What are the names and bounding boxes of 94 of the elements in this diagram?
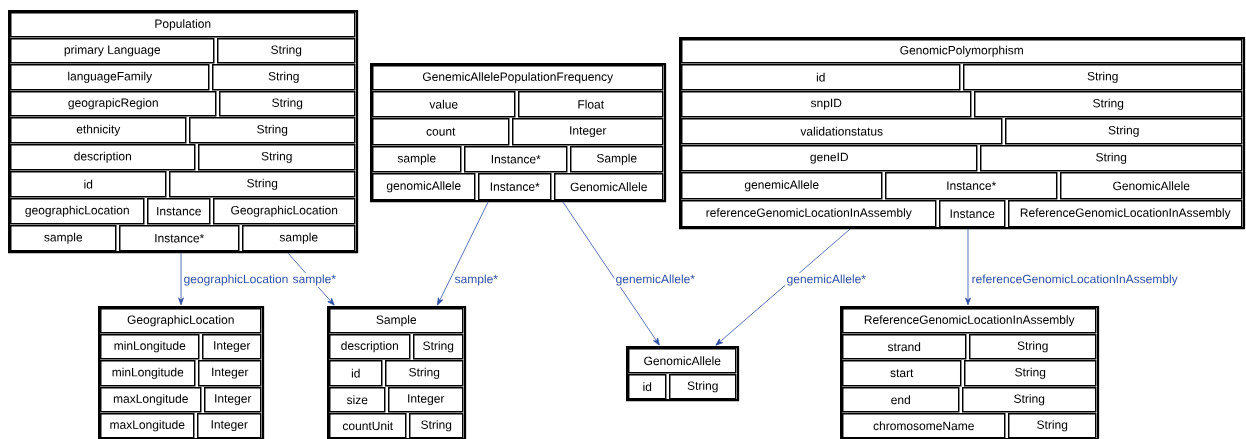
class-name-cell: GenomicAllele	[628, 348, 737, 374]
attribute-cell: id	[329, 360, 383, 387]
attribute-cell: referenceGenomicLocationInAssembly	[681, 200, 937, 228]
edge-label: sample*	[453, 273, 500, 287]
attribute-cell: strand	[842, 334, 967, 360]
class-table	[679, 37, 1246, 230]
attribute-cell: GenomicAllele	[1060, 172, 1243, 200]
attribute-cell: genomicAllele	[372, 173, 476, 201]
attribute-cell: String	[217, 38, 356, 64]
attribute-cell: count	[372, 118, 510, 146]
attribute-cell: String	[189, 117, 356, 144]
class-name-cell: GenemicAllelePopulationFrequency	[372, 65, 664, 91]
attribute-cell: String	[962, 387, 1097, 413]
attribute-cell: String	[413, 334, 464, 360]
attribute-cell: String	[980, 145, 1243, 172]
attribute-cell: Instance*	[119, 225, 240, 252]
attribute-cell: String	[409, 413, 464, 439]
attribute-cell: Float	[518, 91, 664, 118]
attribute-cell: description	[10, 144, 196, 171]
attribute-cell: ReferenceGenomicLocationInAssembly	[1008, 200, 1243, 228]
attribute-cell: minLongitude	[100, 360, 196, 387]
association-arrow	[437, 201, 489, 306]
class-name-cell: ReferenceGenomicLocationInAssembly	[842, 308, 1097, 334]
attribute-cell: Integer	[197, 413, 262, 439]
attribute-cell: String	[219, 91, 356, 117]
attribute-cell: snpID	[681, 91, 972, 118]
association-arrow	[715, 228, 851, 346]
attribute-cell: String	[385, 360, 464, 387]
attribute-cell: id	[10, 171, 167, 198]
edge-label: geographicLocation	[182, 273, 290, 287]
attribute-cell: Instance*	[464, 146, 568, 173]
attribute-cell: id	[681, 64, 961, 91]
attribute-cell: String	[198, 144, 356, 171]
attribute-cell: GenomicAllele	[554, 173, 664, 201]
association-arrow	[287, 252, 335, 306]
attribute-cell: Integer	[198, 360, 262, 387]
class-name-cell: Population	[10, 12, 356, 38]
attribute-cell: Instance*	[478, 173, 552, 201]
attribute-cell: end	[842, 387, 960, 413]
attribute-cell: String	[974, 91, 1243, 118]
attribute-cell: GeographicLocation	[213, 198, 356, 225]
attribute-cell: geograpicRegion	[10, 91, 217, 117]
attribute-cell: String	[969, 334, 1097, 360]
class-table	[8, 10, 359, 254]
attribute-cell: String	[169, 171, 356, 198]
association-arrow	[965, 228, 971, 306]
class-table	[840, 306, 1100, 439]
attribute-cell: id	[628, 374, 667, 400]
attribute-cell: sample	[242, 225, 356, 252]
edge-label: genemicAllele*	[785, 273, 868, 287]
attribute-cell: ethnicity	[10, 117, 187, 144]
attribute-cell: maxLongitude	[100, 413, 195, 439]
attribute-cell: Integer	[204, 387, 262, 413]
attribute-cell: sample	[10, 225, 117, 252]
attribute-cell: maxLongitude	[100, 387, 202, 413]
attribute-cell: String	[964, 360, 1097, 387]
attribute-cell: size	[329, 387, 386, 413]
attribute-cell: Instance*	[885, 172, 1058, 200]
attribute-cell: Instance	[939, 200, 1006, 228]
attribute-cell: Integer	[512, 118, 664, 146]
attribute-cell: Sample	[570, 146, 664, 173]
attribute-cell: value	[372, 91, 516, 118]
attribute-cell: sample	[372, 146, 462, 173]
edge-label: referenceGenomicLocationInAssembly	[970, 273, 1180, 287]
attribute-cell: start	[842, 360, 962, 387]
attribute-cell: Integer	[388, 387, 464, 413]
attribute-cell: primary Language	[10, 38, 215, 64]
attribute-cell: String	[1005, 118, 1243, 145]
attribute-cell: String	[1008, 413, 1097, 439]
attribute-cell: String	[669, 374, 737, 400]
attribute-cell: description	[329, 334, 411, 360]
attribute-cell: countUnit	[329, 413, 407, 439]
attribute-cell: validationstatus	[681, 118, 1003, 145]
attribute-cell: geographicLocation	[10, 198, 145, 225]
attribute-cell: String	[963, 64, 1243, 91]
attribute-cell: minLongitude	[100, 334, 200, 360]
class-name-cell: GeographicLocation	[100, 308, 262, 334]
class-name-cell: GenomicPolymorphism	[681, 39, 1243, 64]
class-table	[327, 306, 467, 439]
class-name-cell: Sample	[329, 308, 464, 334]
attribute-cell: String	[212, 64, 356, 91]
attribute-cell: Integer	[202, 334, 262, 360]
association-arrow	[178, 252, 184, 306]
attribute-cell: genemicAllele	[681, 172, 883, 200]
edge-label: sample*	[291, 273, 338, 287]
association-arrow	[562, 201, 660, 346]
attribute-cell: languageFamily	[10, 64, 210, 91]
attribute-cell: Instance	[147, 198, 211, 225]
class-table	[98, 306, 265, 439]
class-table	[626, 346, 740, 402]
attribute-cell: chromosomeName	[842, 413, 1006, 439]
attribute-cell: geneID	[681, 145, 978, 172]
class-table	[370, 63, 667, 203]
edge-label: genemicAllele*	[614, 273, 697, 287]
